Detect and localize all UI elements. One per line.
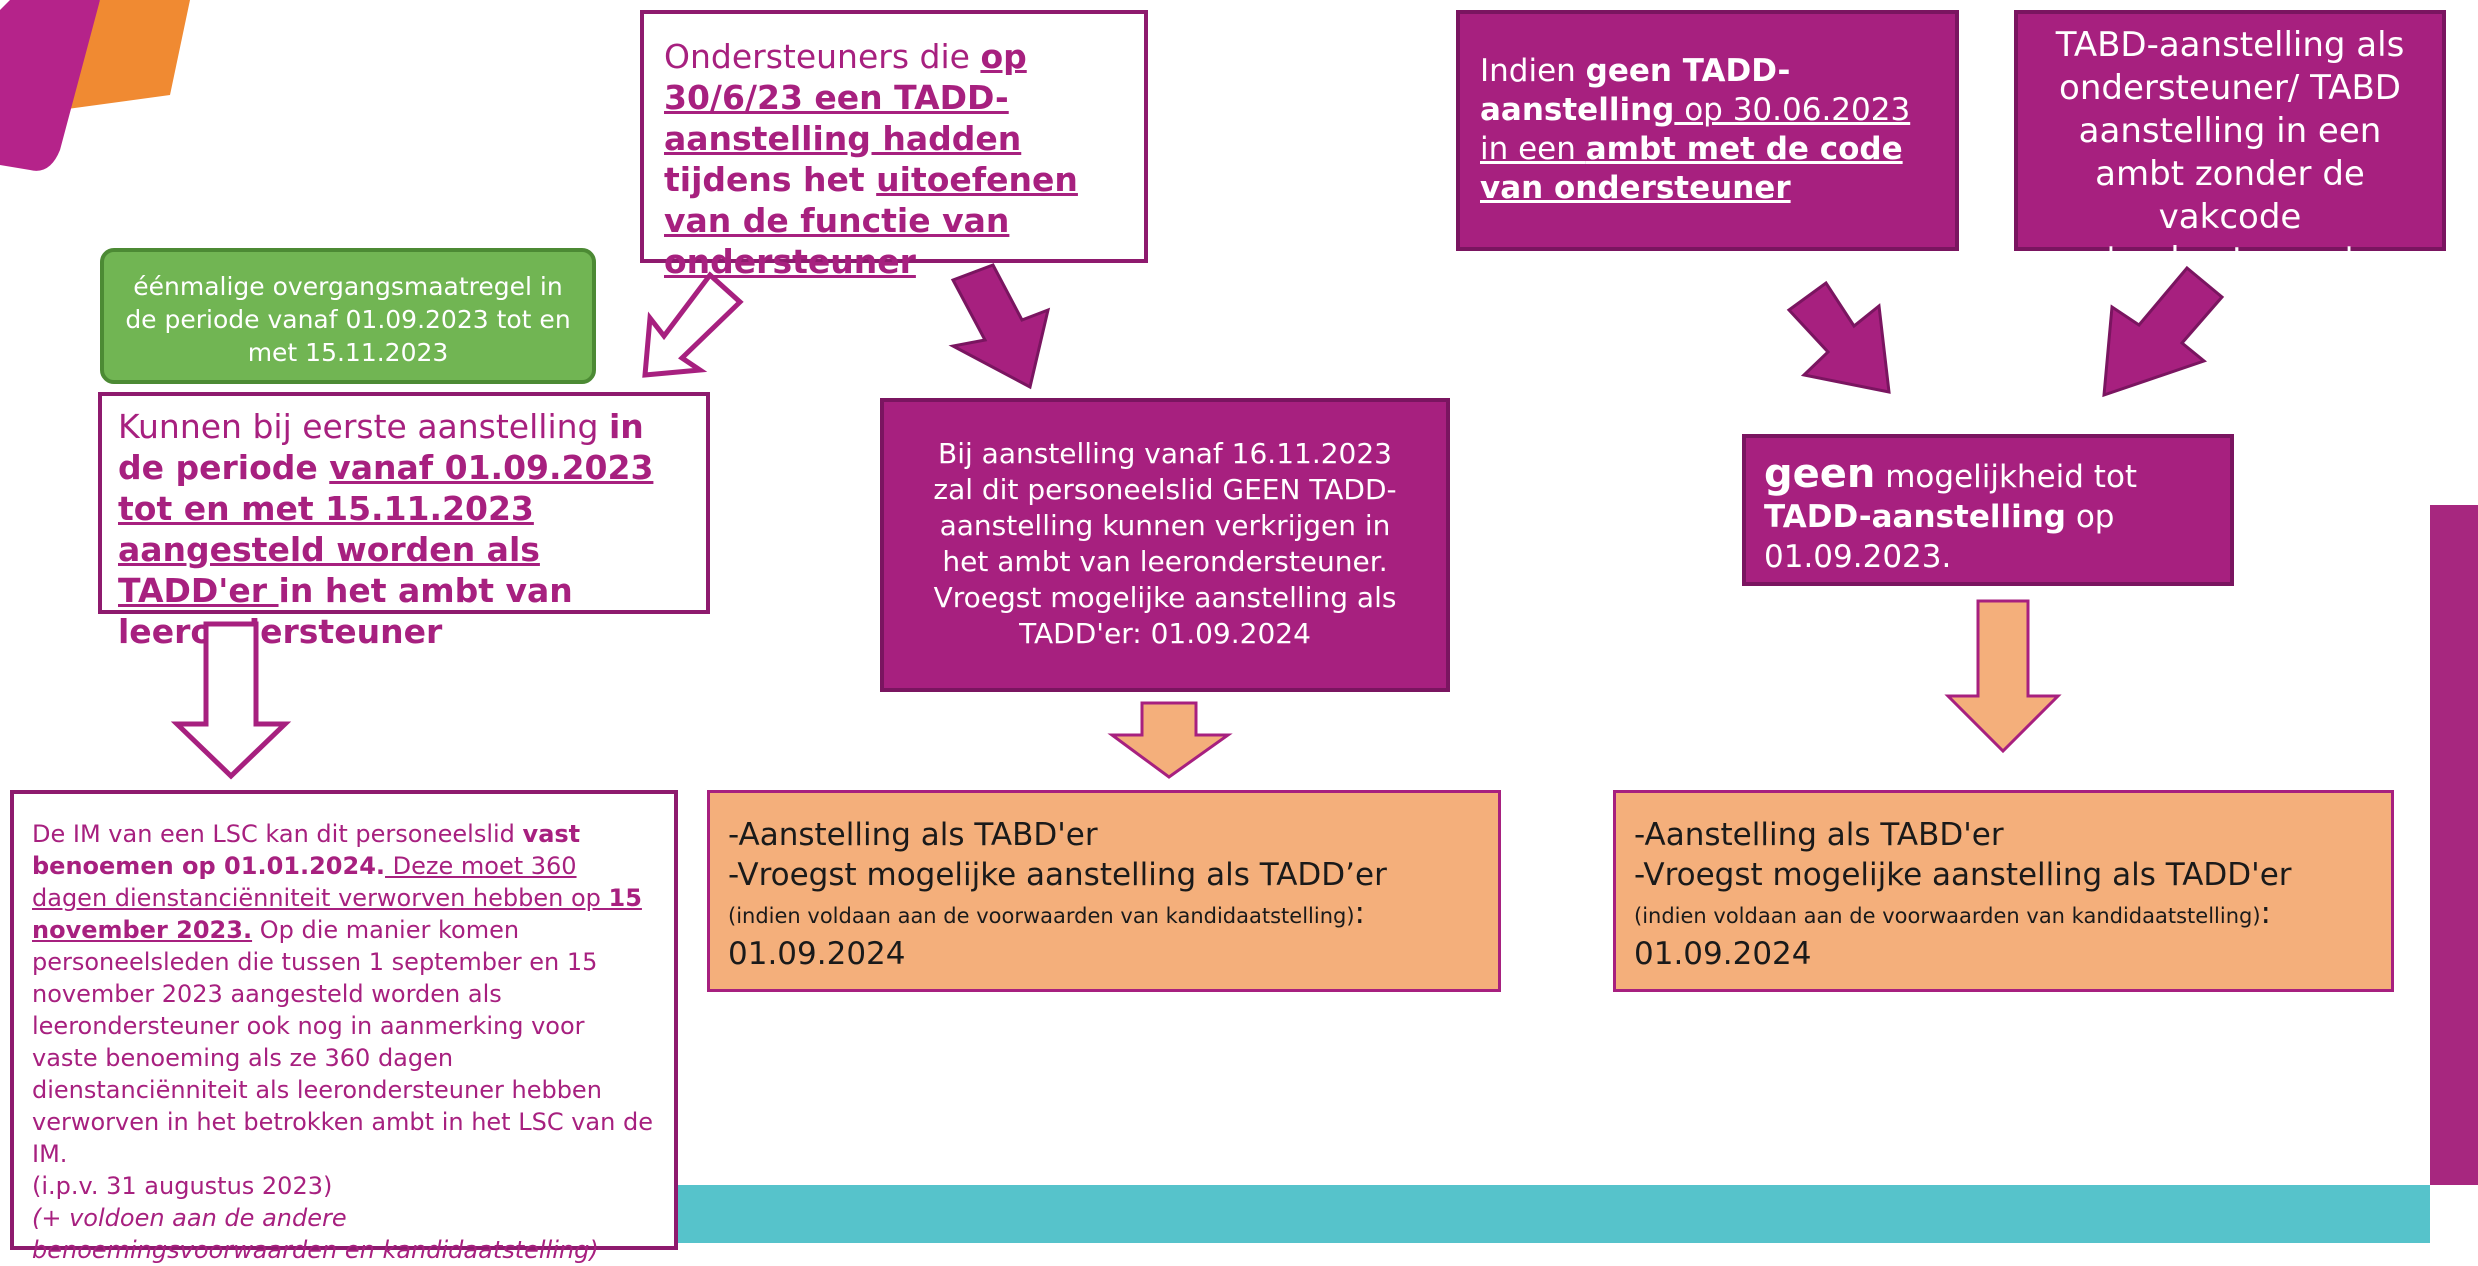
ondersteuners-box: Ondersteuners die op 30/6/23 een TADD-aa… — [640, 10, 1148, 281]
geen-mogelijkheid-box: geen mogelijkheid tot TADD-aanstelling o… — [1742, 434, 2234, 586]
bij-aanstelling-text: Bij aanstelling vanaf 16.11.2023 zal dit… — [933, 437, 1397, 650]
right-side-bar — [2430, 505, 2478, 1185]
indien-text-1: Indien — [1480, 53, 1586, 89]
resultaat-midden-line-2: -Vroegst mogelijke aanstelling als TADD’… — [728, 857, 1387, 893]
resultaat-midden-voorwaarden: (indien voldaan aan de voorwaarden van k… — [728, 904, 1355, 928]
im-text-5: Op die manier komen personeelsleden die … — [32, 916, 653, 1168]
arrow-down-left-icon — [642, 271, 744, 378]
resultaat-rechts-line-2: -Vroegst mogelijke aanstelling als TADD'… — [1634, 857, 2292, 893]
arrow-down-left-magenta-icon — [2102, 265, 2225, 398]
tabd-aanstelling-box: TABD-aanstelling als ondersteuner/ TABD … — [2014, 10, 2446, 280]
ondersteuners-text-3: tijdens het — [664, 160, 877, 199]
kunnen-aanstelling-box: Kunnen bij eerste aanstelling in de peri… — [98, 392, 710, 651]
resultaat-box-rechts: -Aanstelling als TABD'er -Vroegst mogeli… — [1613, 790, 2394, 992]
arrow-down-magenta-icon — [948, 263, 1051, 390]
indien-geen-tadd-box: Indien geen TADD-aanstelling op 30.06.20… — [1456, 10, 1959, 251]
kunnen-text-4: in het ambt van leerondersteuner — [118, 571, 573, 651]
ondersteuners-text-1: Ondersteuners die — [664, 37, 981, 76]
im-text-3: Deze moet 360 dagen dienstanciënniteit v… — [32, 852, 609, 912]
kunnen-text-1: Kunnen bij eerste aanstelling — [118, 407, 609, 446]
indien-text-3: op 30.06.2023 in een — [1480, 92, 1911, 167]
overgangsmaatregel-box: éénmalige overgangsmaatregel in de perio… — [100, 248, 596, 384]
arrow-down-hollow-icon — [170, 621, 292, 780]
ondersteuners-text-4: uitoefenen van de functie van ondersteun… — [664, 160, 1078, 281]
overgangsmaatregel-text: éénmalige overgangsmaatregel in de perio… — [125, 272, 571, 367]
geen-text-2: mogelijkheid tot — [1875, 459, 2138, 495]
teal-footer-band — [650, 1185, 2430, 1243]
ondersteuners-text-2: op 30/6/23 een TADD-aanstelling hadden — [664, 37, 1027, 158]
im-text-1: De IM van een LSC kan dit personeelslid — [32, 820, 523, 848]
im-text-4: 15 november 2023. — [32, 884, 642, 944]
bij-aanstelling-box: Bij aanstelling vanaf 16.11.2023 zal dit… — [880, 398, 1450, 692]
resultaat-rechts-voorwaarden: (indien voldaan aan de voorwaarden van k… — [1634, 904, 2261, 928]
kunnen-text-2: in de periode — [118, 407, 644, 487]
geen-text-4: op 01.09.2023. — [1764, 499, 2115, 575]
indien-text-4: ambt met de code van ondersteuner — [1480, 131, 1903, 206]
kunnen-text-3: vanaf 01.09.2023 tot en met 15.11.2023 a… — [118, 448, 654, 610]
resultaat-midden-datum: : 01.09.2024 — [728, 895, 1365, 972]
tabd-text: TABD-aanstelling als ondersteuner/ TABD … — [2055, 25, 2405, 280]
arrow-down-magenta-icon — [1786, 280, 1891, 394]
geen-text-1: geen — [1764, 451, 1876, 497]
im-text-2: vast benoemen op 01.01.2024. — [32, 820, 581, 880]
im-text-7: (+ voldoen aan de andere benoemingsvoorw… — [32, 1204, 599, 1264]
geen-text-3: TADD-aanstelling — [1764, 499, 2066, 535]
logo-shape-icon — [0, 0, 190, 171]
arrow-down-orange-icon — [1944, 599, 2062, 754]
im-benoeming-box: De IM van een LSC kan dit personeelslid … — [10, 790, 678, 1264]
resultaat-rechts-line-1: -Aanstelling als TABD'er — [1634, 817, 2004, 853]
resultaat-box-midden: -Aanstelling als TABD'er -Vroegst mogeli… — [707, 790, 1501, 992]
arrow-down-orange-icon — [1107, 701, 1233, 779]
im-text-6: (i.p.v. 31 augustus 2023) — [32, 1172, 333, 1200]
resultaat-midden-line-1: -Aanstelling als TABD'er — [728, 817, 1098, 853]
resultaat-rechts-datum: : 01.09.2024 — [1634, 895, 2271, 972]
indien-text-2: geen TADD-aanstelling — [1480, 53, 1791, 128]
